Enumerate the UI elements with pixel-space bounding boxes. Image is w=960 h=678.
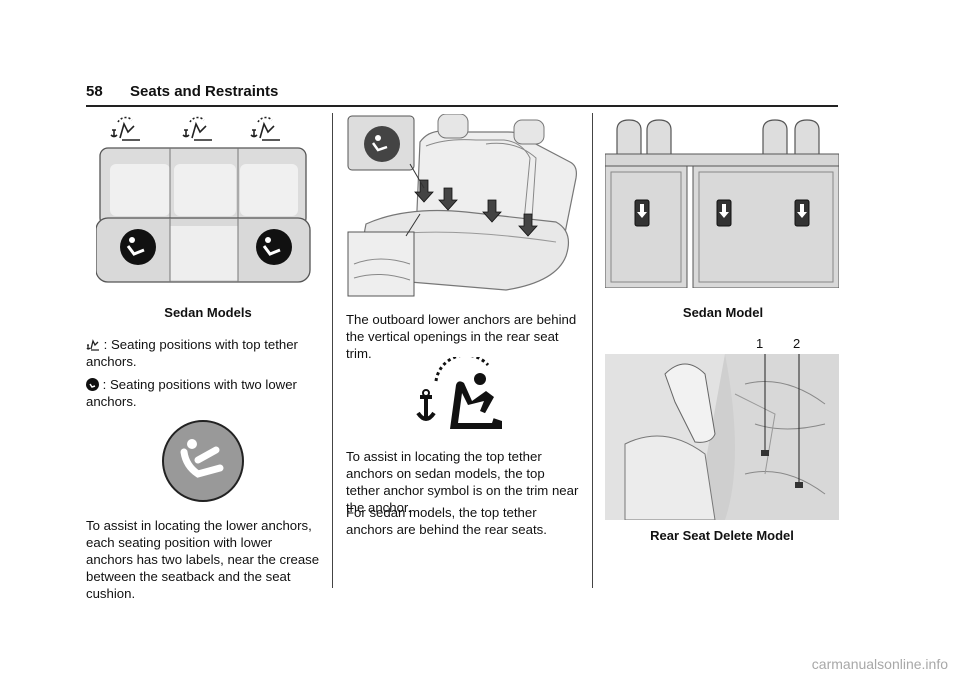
lower-anchor-icon <box>256 229 292 265</box>
sedan-tether-paragraph: For sedan models, the top tether anchors… <box>346 505 547 537</box>
section-title: Seats and Restraints <box>130 83 279 100</box>
lower-anchor-child-seat-icon <box>86 378 99 391</box>
watermark-link[interactable]: carmanualsonline.info <box>811 656 948 672</box>
rear-seat-delete-caption: Rear Seat Delete Model <box>650 528 794 543</box>
lower-anchor-description: : Seating positions with two lower ancho… <box>86 377 297 409</box>
page-number: 58 <box>86 83 103 100</box>
column-divider-2 <box>592 113 593 588</box>
top-tether-seat-icon <box>86 339 99 351</box>
callout-1: 1 <box>756 336 764 351</box>
sedan-model-caption: Sedan Model <box>682 305 764 320</box>
lower-anchor-paragraph: To assist in locating the lower anchors,… <box>86 518 320 601</box>
page-header: 58 Seats and Restraints <box>86 83 838 107</box>
tether-symbol-paragraph: To assist in locating the top tether anc… <box>346 449 579 515</box>
sedan-tether-anchor-illustration <box>605 114 839 288</box>
callout-2: 2 <box>793 336 801 351</box>
tether-anchor-symbol-large <box>416 357 502 429</box>
lower-anchor-icon <box>120 229 156 265</box>
tether-description: : Seating positions with top tether anch… <box>86 337 298 369</box>
lower-anchor-symbol-large <box>162 420 244 502</box>
outboard-anchor-illustration <box>346 114 578 298</box>
column-divider-1 <box>332 113 333 588</box>
outboard-anchor-paragraph: The outboard lower anchors are behind th… <box>346 312 577 361</box>
sedan-models-caption: Sedan Models <box>164 305 252 320</box>
rear-seat-delete-illustration <box>605 354 839 520</box>
sedan-rear-seat-illustration <box>96 116 311 283</box>
top-tether-icon <box>110 116 280 141</box>
